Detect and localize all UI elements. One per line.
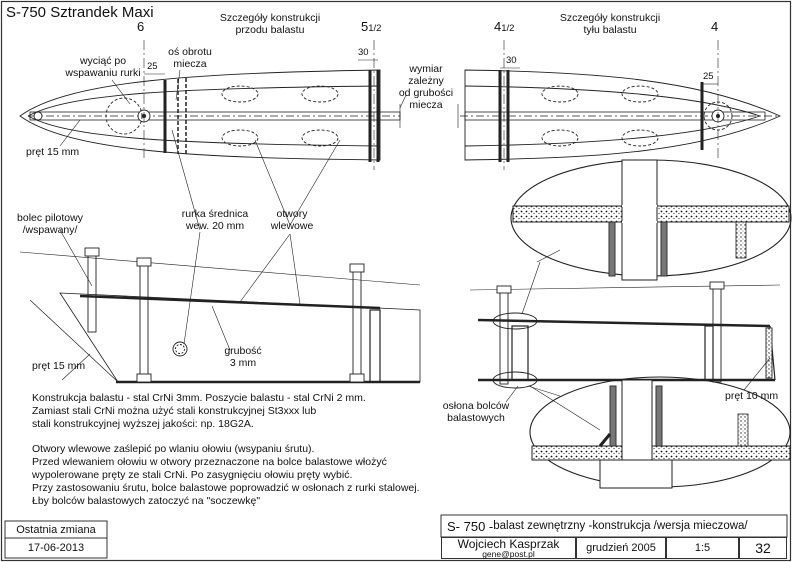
front-plan-view (19, 40, 407, 170)
note-line-1: Konstrukcja balastu - stal CrNi 3mm. Pos… (32, 392, 366, 404)
detail-circle-upper (510, 159, 792, 281)
note-line-7: wypolerowane pręty ze stali CrNi. Po zas… (32, 469, 353, 481)
label-oslona-line-1: osłona bolców (442, 400, 510, 412)
dim-30-left: 30 (358, 47, 369, 58)
label-wyciac-line-2: wspawaniu rurki (65, 67, 141, 80)
date-cell: grudzień 2005 (576, 537, 666, 559)
author-cell: Wojciech Kasprzak gene@post.pl (441, 537, 576, 559)
drawing-title-rest: balast zewnętrzny -konstrukcja /wersja m… (493, 520, 748, 532)
label-otwory: otwory wlewowe (262, 208, 322, 232)
label-oslona-line-2: balastowych (447, 412, 505, 425)
dim-30-right: 30 (506, 55, 517, 66)
sheet-title: S-750 Sztrandek Maxi (6, 4, 154, 21)
station-5-label: 51/2 (361, 19, 382, 35)
scale-cell: 1:5 (666, 537, 739, 559)
station-6-label: 6 (137, 19, 145, 34)
detail-circle-lower (529, 376, 791, 489)
label-oslona: osłona bolców balastowych (436, 400, 516, 424)
label-rurka: rurka średnica wew. 20 mm (170, 208, 260, 232)
dim-25-left: 25 (147, 61, 158, 72)
note-line-5: Otwory wlewowe zaślepić po wlaniu ołowiu… (32, 443, 315, 455)
drawing-title: S- 750 - balast zewnętrzny -konstrukcja … (441, 515, 787, 537)
side-elevation-view (19, 129, 421, 384)
label-bolec-line-2: /wspawany/ (22, 224, 78, 237)
label-wymiar-line-4: miecza (409, 99, 443, 112)
label-pret10: pręt 10 mm (725, 390, 779, 402)
last-change-date: 17-06-2013 (27, 542, 85, 554)
rear-plan-view (457, 40, 782, 170)
label-grubosc-line-1: grubość (224, 345, 262, 357)
author-email: gene@post.pl (482, 548, 535, 559)
front-caption-line-1: Szczegóły konstrukcji (219, 12, 321, 24)
station-4-number: 4 (494, 19, 502, 34)
rear-caption-line-2: tyłu balastu (583, 24, 637, 37)
label-bolec-line-1: bolec pilotowy (17, 212, 83, 224)
note-line-8: Przy zastosowaniu śrutu, bolce balastowe… (32, 482, 420, 494)
label-wymiar-line-2: zależny (408, 75, 444, 88)
label-rurka-line-1: rurka średnica (181, 208, 249, 220)
front-caption-line-2: przodu balastu (235, 24, 305, 37)
notes-block: Konstrukcja balastu - stal CrNi 3mm. Pos… (32, 392, 420, 508)
drawing-title-main: S- 750 - (447, 518, 494, 534)
label-pret15-side: pręt 15 mm (32, 360, 86, 372)
rear-caption-line-1: Szczegóły konstrukcji (559, 12, 661, 24)
label-wymiar-line-3: od grubości (398, 87, 454, 100)
label-otwory-line-1: otwory (276, 208, 308, 220)
label-grubosc-line-2: 3 mm (229, 357, 257, 370)
label-otwory-line-2: wlewowe (270, 220, 314, 233)
station-4-fraction: 1/2 (501, 23, 515, 34)
label-os-obrotu: oś obrotu miecza (160, 46, 220, 70)
label-os-obrotu-line-1: oś obrotu (168, 46, 212, 58)
author-name: Wojciech Kasprzak (457, 536, 560, 551)
station-4-half-label: 41/2 (494, 19, 515, 35)
label-bolec: bolec pilotowy /wspawany/ (10, 212, 90, 236)
note-line-6: Przed wlewaniem ołowiu w otwory przeznac… (32, 456, 387, 468)
label-grubosc: grubość 3 mm (218, 345, 268, 369)
sheet-number-cell: 32 (739, 537, 787, 559)
station-4-label: 4 (711, 19, 719, 34)
label-wyciac: wyciąć po wspawaniu rurki (58, 55, 148, 79)
note-line-9: Łby bolców balastowych zatoczyć na "socz… (32, 495, 261, 507)
label-rurka-line-2: wew. 20 mm (185, 220, 245, 233)
station-5-fraction: 1/2 (368, 23, 382, 34)
label-os-obrotu-line-2: miecza (173, 58, 207, 71)
dim-25-right: 25 (703, 71, 714, 82)
note-line-2: Zamiast stali CrNi można użyć stali kons… (32, 405, 317, 417)
station-5-number: 5 (361, 19, 369, 34)
note-line-3: stali konstrukcyjnej wyższej jakości: np… (32, 418, 254, 430)
label-wymiar-line-1: wymiar (409, 63, 443, 75)
rear-caption: Szczegóły konstrukcji tyłu balastu (545, 12, 675, 36)
label-pret15-top: pręt 15 mm (26, 146, 80, 158)
note-gap (32, 431, 420, 443)
label-wymiar: wymiar zależny od grubości miecza (396, 63, 456, 111)
label-wyciac-line-1: wyciąć po (79, 55, 127, 67)
front-caption: Szczegóły konstrukcji przodu balastu (205, 12, 335, 36)
last-change-label: Ostatnia zmiana (16, 523, 96, 536)
